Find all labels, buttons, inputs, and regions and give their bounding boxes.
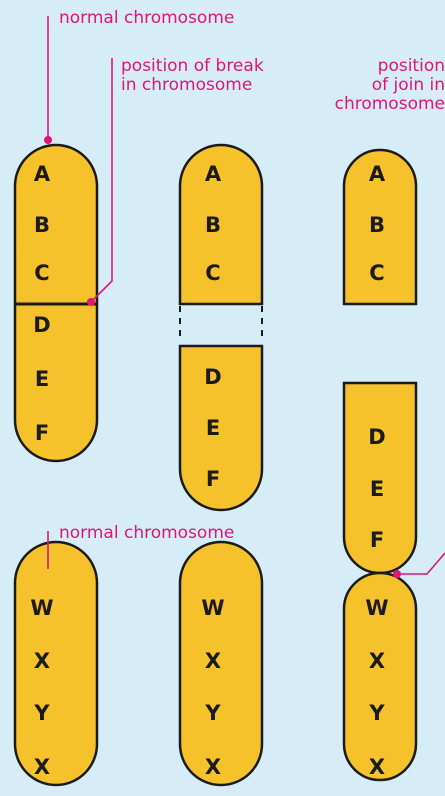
gene-label: X bbox=[34, 649, 50, 673]
gene-label: W bbox=[365, 596, 388, 620]
leader-dot-break bbox=[87, 298, 95, 306]
label-position-of-break: position of break in chromosome bbox=[121, 57, 264, 95]
gene-label: X bbox=[369, 755, 385, 779]
gene-label: W bbox=[201, 596, 224, 620]
gene-label: W bbox=[30, 596, 53, 620]
gene-label: E bbox=[206, 416, 220, 440]
gene-label: E bbox=[35, 367, 49, 391]
chromosome-wxyx-joined bbox=[342, 571, 418, 782]
gene-label: B bbox=[34, 213, 50, 237]
gene-label: Y bbox=[33, 701, 50, 725]
label-line: position bbox=[377, 56, 445, 76]
label-normal-chromosome-top: normal chromosome bbox=[59, 8, 235, 28]
gene-label: F bbox=[206, 467, 220, 491]
gene-label: X bbox=[205, 755, 221, 779]
chromosome-fragment-abc bbox=[178, 143, 264, 306]
chromosome-wxyx-normal bbox=[13, 540, 99, 787]
gene-label: C bbox=[369, 261, 384, 285]
gene-label: A bbox=[369, 162, 386, 186]
label-line: in chromosome bbox=[121, 75, 253, 95]
gene-label: A bbox=[34, 162, 51, 186]
label-line: chromosome bbox=[334, 94, 445, 114]
gene-label: A bbox=[205, 162, 222, 186]
gene-label: C bbox=[34, 261, 49, 285]
gene-label: B bbox=[205, 213, 221, 237]
gene-label: F bbox=[370, 528, 384, 552]
leader-dot-join bbox=[393, 570, 401, 578]
gene-label: C bbox=[205, 261, 220, 285]
chromosome-remnant-abc bbox=[342, 148, 418, 306]
label-position-of-join: position of join in chromosome bbox=[335, 57, 445, 114]
chromosome-fragment-def bbox=[178, 344, 264, 512]
gene-label: Y bbox=[368, 701, 385, 725]
gene-label: X bbox=[369, 649, 385, 673]
gene-label: F bbox=[35, 421, 49, 445]
label-line: of join in bbox=[371, 75, 445, 95]
gene-label: E bbox=[370, 477, 384, 501]
leader-join bbox=[397, 552, 445, 575]
gene-label: X bbox=[34, 755, 50, 779]
gene-label: D bbox=[368, 425, 385, 449]
gene-label: Y bbox=[204, 701, 221, 725]
chromosome-wxyx-middle bbox=[178, 540, 264, 787]
gene-label: D bbox=[204, 365, 221, 389]
break-gap-marks bbox=[179, 306, 263, 336]
leader-break bbox=[90, 58, 113, 303]
gene-label: B bbox=[369, 213, 385, 237]
label-normal-chromosome-bottom: normal chromosome bbox=[59, 523, 235, 543]
gene-label: X bbox=[205, 649, 221, 673]
leader-dot-normal-top bbox=[44, 136, 52, 144]
gene-label: D bbox=[33, 313, 50, 337]
label-line: position of break bbox=[121, 56, 264, 76]
